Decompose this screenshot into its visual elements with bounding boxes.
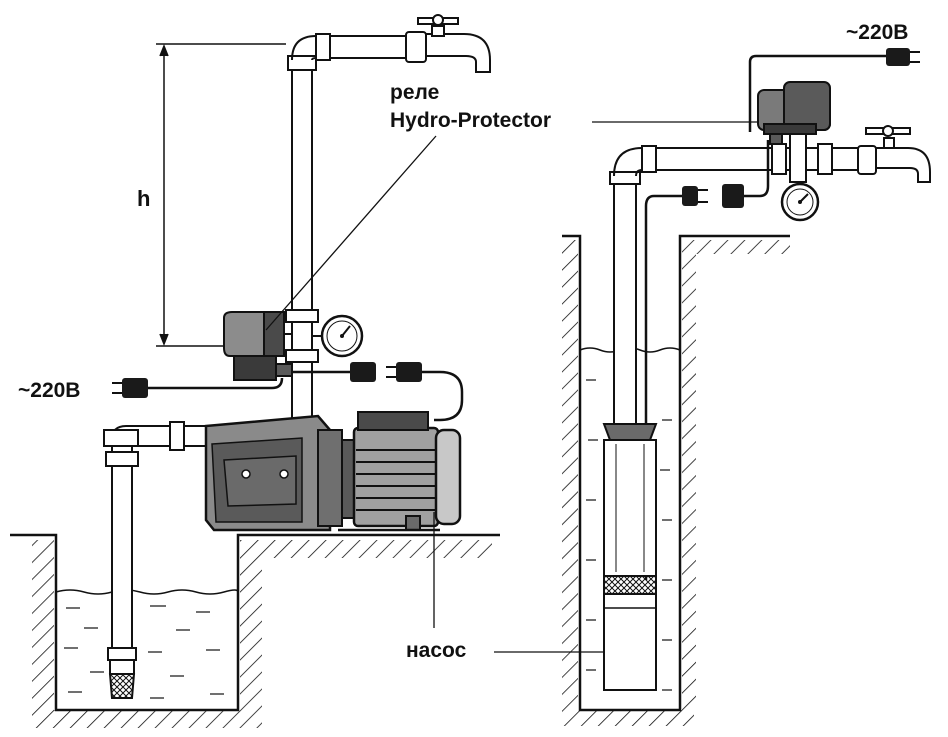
suction-pipe — [103, 421, 210, 653]
power-cable-right — [644, 54, 886, 580]
relay-name-label: Hydro-Protector — [390, 109, 552, 132]
faucet-icon — [857, 125, 931, 183]
electric-plug-icon — [682, 48, 920, 208]
ground-left — [10, 533, 500, 728]
pressure-gauge-icon — [320, 314, 364, 358]
riser-pipe-left — [285, 33, 410, 421]
voltage-label-right: ~220В — [846, 21, 909, 44]
pressure-relay-icon — [757, 81, 831, 145]
relay-label: реле — [390, 81, 440, 104]
water-left — [55, 589, 239, 699]
leader-lines — [265, 121, 762, 653]
pump-label: насос — [406, 639, 467, 662]
riser-pipe-right — [609, 131, 860, 427]
height-dimension — [156, 43, 286, 347]
socket-icon — [350, 362, 422, 382]
electric-plug-icon — [112, 378, 148, 398]
ground-right — [562, 234, 790, 726]
pressure-gauge-icon — [780, 182, 820, 222]
faucet-icon — [405, 14, 491, 73]
surface-pump-icon — [204, 411, 462, 532]
pressure-relay-icon — [223, 311, 293, 381]
voltage-label-left: ~220В — [18, 379, 81, 402]
strainer-icon — [107, 647, 137, 699]
height-label: h — [137, 186, 151, 211]
submersible-pump-icon — [602, 423, 658, 691]
power-cable-left — [148, 370, 464, 422]
